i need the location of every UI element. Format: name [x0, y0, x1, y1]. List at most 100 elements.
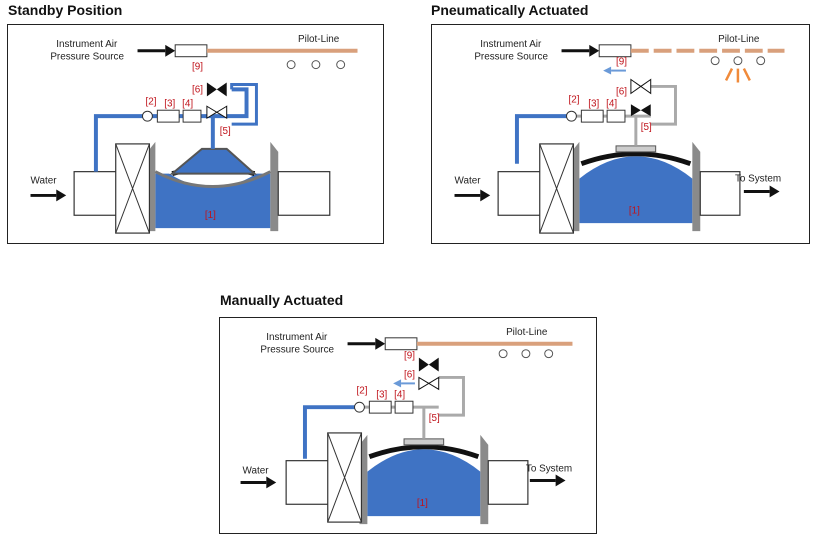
- label-9: [9]: [192, 62, 203, 73]
- sprinkler-icon: [733, 56, 743, 66]
- check-valve-icon: [394, 400, 414, 414]
- valve-9-icon: [206, 82, 227, 97]
- pilot-line-label: Pilot-Line: [298, 34, 340, 45]
- sprinkler-icon: [521, 349, 531, 359]
- water-body: [155, 173, 271, 229]
- label-1: [1]: [629, 205, 640, 216]
- outlet-pipe: [277, 171, 331, 216]
- valve-seat: [154, 170, 271, 189]
- strainer-icon: [156, 109, 180, 123]
- outlet-arrowhead: [769, 185, 780, 198]
- label-6: [6]: [616, 86, 627, 97]
- source-label-1: Instrument Air: [56, 39, 118, 50]
- source-label-2: Pressure Source: [260, 345, 334, 356]
- solenoid-icon: [598, 44, 632, 58]
- label-1: [1]: [417, 498, 428, 509]
- check-valve-icon: [182, 109, 202, 123]
- panel-pneumatic: Water To System Instrument Air Pressure …: [431, 24, 810, 244]
- diagram-standby: Water Instrument Air Pressure Source Pil…: [31, 34, 358, 234]
- label-3: [3]: [588, 98, 599, 109]
- pilot-line-label: Pilot-Line: [506, 327, 548, 338]
- spray-icon: [724, 68, 751, 83]
- to-system-label: To System: [526, 464, 572, 475]
- valve-flange-right: [270, 141, 279, 232]
- ball-valve-icon: [354, 401, 365, 413]
- solenoid-icon: [384, 337, 418, 351]
- label-4: [4]: [394, 389, 405, 400]
- water-label: Water: [243, 466, 270, 477]
- exhaust-arrowhead: [393, 379, 402, 388]
- label-5: [5]: [429, 413, 440, 424]
- label-4: [4]: [606, 98, 617, 109]
- outlet-pipe: [487, 460, 529, 505]
- label-4: [4]: [182, 98, 193, 109]
- supply-pipe: [93, 114, 148, 172]
- return-pipe: [650, 84, 677, 126]
- water-body: [579, 156, 693, 224]
- solenoid-icon: [174, 44, 208, 58]
- panel-title-standby: Standby Position: [8, 2, 123, 18]
- sprinkler-icon: [710, 56, 720, 66]
- valve-flange-right: [480, 434, 489, 525]
- label-6: [6]: [192, 84, 203, 95]
- ball-valve-icon: [141, 110, 153, 122]
- water-label: Water: [31, 176, 58, 187]
- label-1: [1]: [205, 210, 216, 221]
- sprinkler-icon: [311, 60, 321, 70]
- label-3: [3]: [164, 98, 175, 109]
- valve-9-icon: [630, 78, 652, 95]
- water-label: Water: [455, 176, 482, 187]
- sprinkler-icon: [544, 349, 554, 359]
- source-label-1: Instrument Air: [480, 39, 542, 50]
- sprinkler-icon: [498, 349, 508, 359]
- air-arrowhead: [165, 44, 176, 57]
- label-5: [5]: [220, 126, 231, 137]
- source-label-2: Pressure Source: [50, 52, 124, 63]
- water-arrowhead: [56, 189, 67, 202]
- exhaust-arrowhead: [603, 66, 612, 75]
- label-5: [5]: [641, 122, 652, 133]
- label-9: [9]: [404, 351, 415, 362]
- strainer-icon: [580, 109, 604, 123]
- gate-valve-cross: [539, 143, 574, 234]
- panel-title-manual: Manually Actuated: [220, 292, 344, 308]
- valve-flange-right: [692, 141, 701, 232]
- strainer-icon: [368, 400, 392, 414]
- bonnet-chamber: [169, 147, 258, 175]
- sprinkler-icon: [756, 56, 766, 66]
- water-arrowhead: [266, 476, 277, 489]
- ball-valve-icon: [566, 110, 577, 122]
- label-2: [2]: [145, 96, 156, 107]
- water-body: [367, 449, 481, 517]
- source-label-1: Instrument Air: [266, 332, 328, 343]
- label-2: [2]: [356, 385, 367, 396]
- panel-title-pneumatic: Pneumatically Actuated: [431, 2, 589, 18]
- supply-pipe: [514, 114, 572, 164]
- water-arrowhead: [480, 189, 491, 202]
- sprinkler-icon: [286, 60, 296, 70]
- valve-6-icon: [418, 376, 440, 391]
- air-arrowhead: [589, 44, 600, 57]
- valve-9-icon: [418, 357, 439, 372]
- supply-pipe: [302, 405, 360, 459]
- label-3: [3]: [376, 389, 387, 400]
- diaphragm: [368, 444, 480, 460]
- diaphragm: [580, 151, 692, 167]
- diagram-pneumatic: Water To System Instrument Air Pressure …: [454, 34, 785, 234]
- panel-manual: Water To System Instrument Air Pressure …: [219, 317, 597, 534]
- check-valve-icon: [606, 109, 626, 123]
- pilot-line-label: Pilot-Line: [718, 34, 760, 45]
- outlet-pipe: [699, 171, 741, 216]
- sprinkler-icon: [336, 60, 346, 70]
- panel-standby: Water Instrument Air Pressure Source Pil…: [7, 24, 384, 244]
- valve-6-icon: [630, 104, 651, 117]
- bonnet-chamber: [403, 438, 445, 446]
- label-2: [2]: [568, 94, 579, 105]
- gate-valve-cross: [115, 143, 150, 234]
- bonnet-chamber: [615, 145, 657, 153]
- label-6: [6]: [404, 369, 415, 380]
- to-system-label: To System: [735, 174, 781, 185]
- outlet-arrowhead: [555, 474, 566, 487]
- air-arrowhead: [375, 337, 386, 350]
- diagram-manual: Water To System Instrument Air Pressure …: [240, 327, 573, 525]
